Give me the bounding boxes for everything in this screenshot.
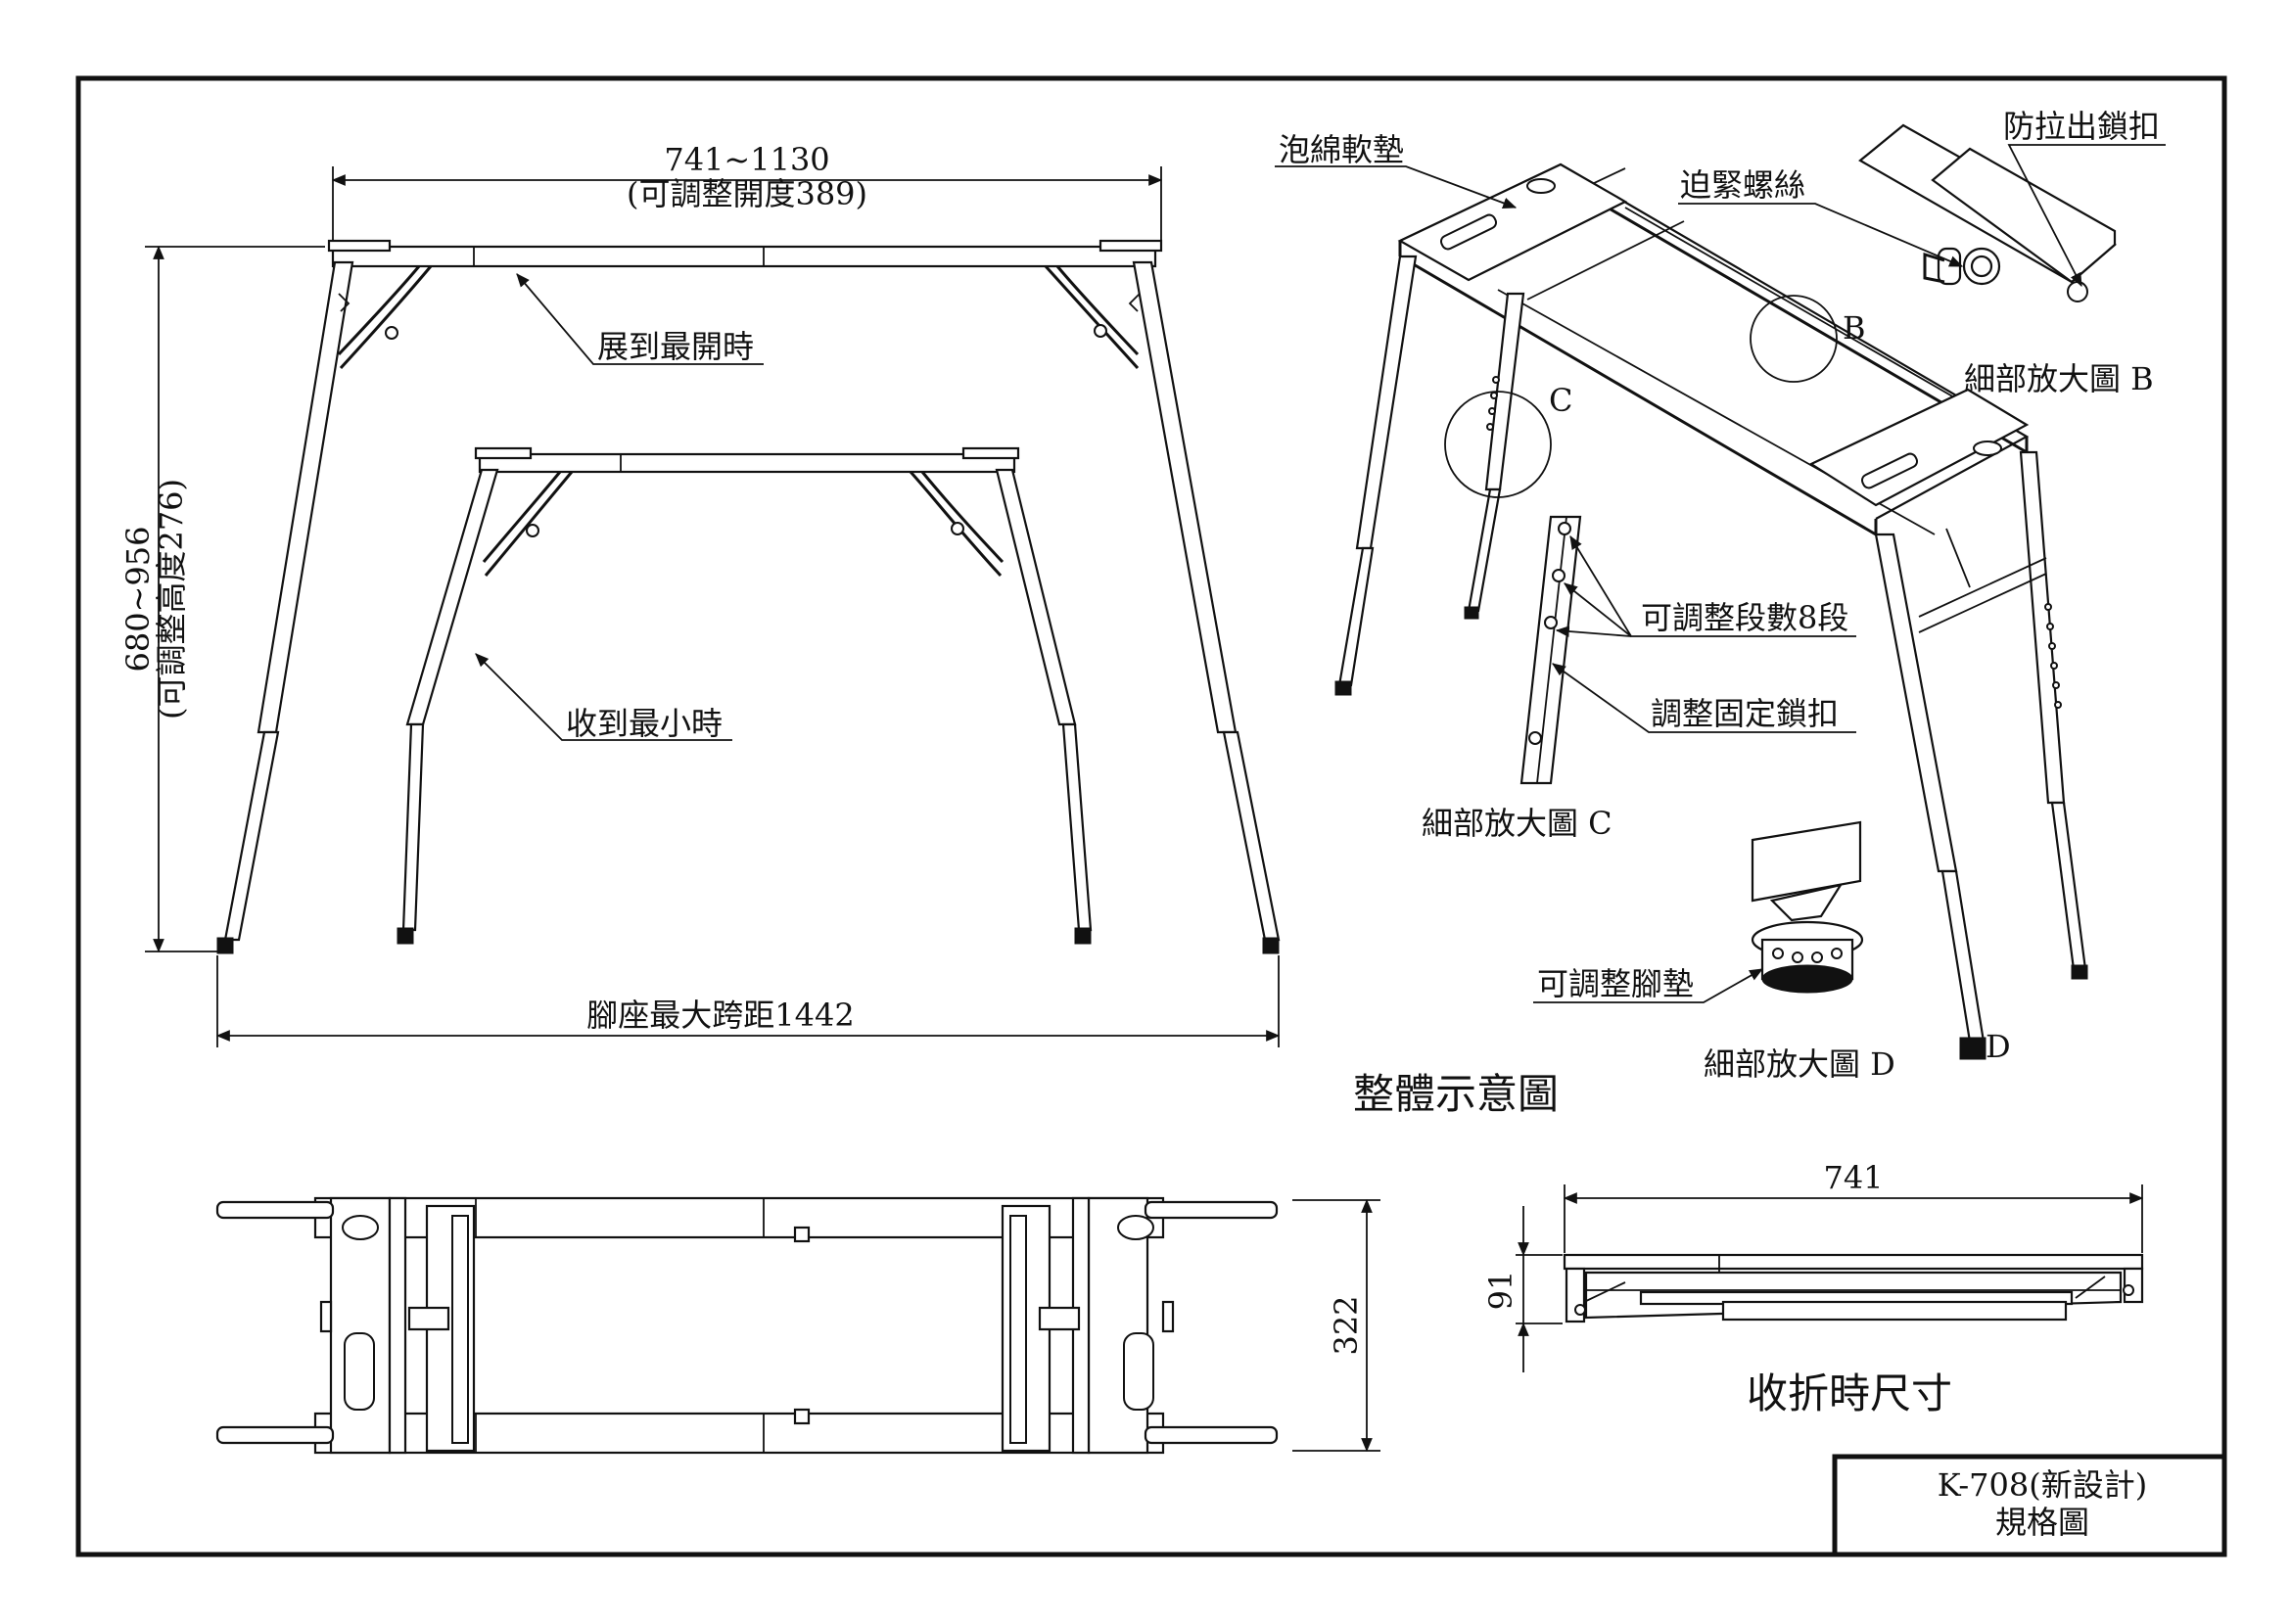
front-view-closed (397, 446, 1093, 945)
detail-b-zoom (1858, 123, 2117, 302)
title-block: K-708(新設計) 規格圖 (1832, 1454, 2224, 1554)
foot-span-label: 腳座最大跨距1442 (586, 997, 854, 1034)
detail-c-zoom (1519, 515, 1582, 785)
front-height-note: (可調整高度276) (153, 479, 190, 719)
lock-screw-label: 迫緊螺絲 (1680, 166, 1805, 204)
max-open-label: 展到最開時 (597, 328, 754, 365)
front-view-open (216, 239, 1281, 954)
isometric-view: B C D (1334, 162, 2088, 1065)
marker-c: C (1549, 382, 1572, 419)
marker-d: D (1986, 1028, 2011, 1065)
front-width-dim: 741~1130 (664, 141, 829, 178)
doc-type: 規格圖 (1995, 1504, 2089, 1541)
adjust-lock-label: 調整固定鎖扣 (1651, 695, 1839, 732)
front-width-note: (可調整開度389) (627, 175, 867, 212)
folded-caption: 收折時尺寸 (1747, 1369, 1952, 1417)
marker-b: B (1843, 309, 1866, 347)
front-height-dim: 680~956 (119, 527, 157, 673)
model-name: K-708(新設計) (1938, 1466, 2147, 1504)
foam-pad-label: 泡綿軟墊 (1279, 131, 1404, 168)
detail-c-label: 細部放大圖 C (1422, 805, 1612, 842)
sheet-border (75, 75, 2227, 1557)
iso-caption: 整體示意圖 (1353, 1070, 1559, 1118)
detail-d-zoom (1751, 820, 1864, 994)
detail-b-label: 細部放大圖 B (1964, 360, 2154, 397)
folded-height-dim: 91 (1482, 1271, 1519, 1311)
adjustable-foot-label: 可調整腳墊 (1537, 965, 1694, 1002)
folded-view (1563, 1253, 2144, 1323)
adjust-steps-label: 可調整段數8段 (1641, 599, 1848, 636)
top-depth-dim: 322 (1328, 1295, 1365, 1355)
top-view (215, 1196, 1279, 1455)
detail-d-label: 細部放大圖 D (1704, 1045, 1895, 1083)
folded-width-dim: 741 (1823, 1159, 1883, 1196)
min-close-label: 收到最小時 (566, 705, 723, 742)
anti-pull-lock-label: 防拉出鎖扣 (2003, 108, 2160, 145)
